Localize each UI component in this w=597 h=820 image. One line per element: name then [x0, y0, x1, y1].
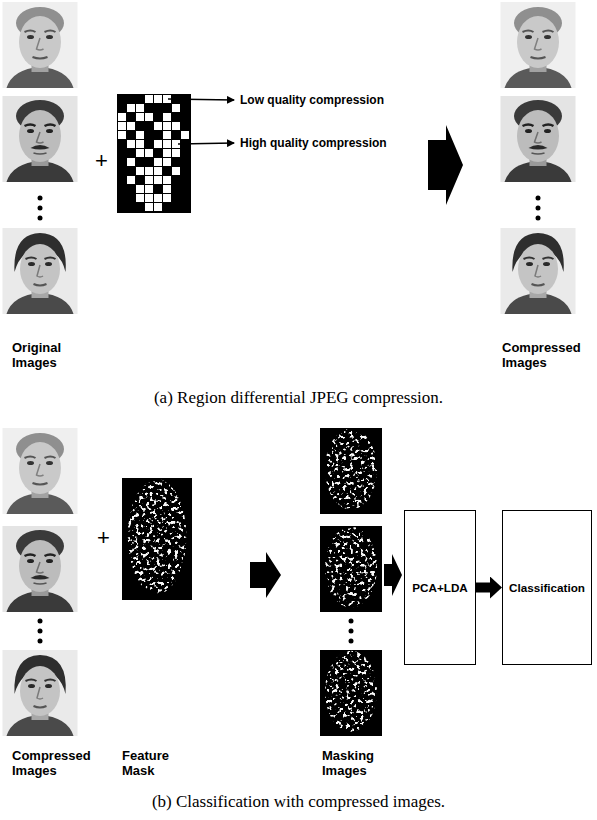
face-photo: [501, 96, 576, 182]
region-mask: [117, 94, 191, 213]
masked-face: [320, 526, 382, 612]
mask-speckles: [320, 428, 382, 514]
group-label: Compressed Images: [502, 340, 581, 370]
face-photo: [3, 650, 78, 736]
ellipsis-dots: [536, 196, 541, 221]
group-label: Original Images: [12, 340, 61, 370]
subfigure-caption: (b) Classification with compressed image…: [0, 792, 597, 812]
flow-arrow: [250, 552, 281, 598]
group-label: Masking Images: [322, 748, 374, 778]
group-label: Compressed Images: [12, 748, 91, 778]
process-box: Classification: [502, 510, 592, 665]
masked-face: [320, 428, 382, 514]
annotation: High quality compression: [240, 136, 387, 151]
leader-arrow: [178, 143, 234, 144]
ellipsis-dots: [38, 196, 43, 221]
face-photo: [3, 2, 78, 88]
ellipsis-dots: [349, 619, 354, 644]
flow-arrow: [384, 554, 402, 596]
leader-arrow: [168, 99, 234, 100]
box-label: Classification: [509, 580, 585, 596]
flow-arrow: [476, 583, 494, 593]
subfigure-caption: (a) Region differential JPEG compression…: [0, 388, 597, 408]
mask-speckles: [320, 526, 382, 612]
ellipsis-dots: [38, 619, 43, 644]
box-label: PCA+LDA: [412, 580, 468, 596]
mask-blocks: [118, 95, 189, 211]
face-photo: [3, 228, 78, 314]
process-box: PCA+LDA: [404, 510, 476, 665]
group-label: Feature Mask: [122, 748, 169, 778]
plus-sign: +: [95, 150, 108, 172]
flow-arrow: [428, 125, 463, 205]
mask-speckles: [122, 478, 192, 600]
mask-speckles: [320, 650, 382, 736]
face-photo: [3, 526, 78, 612]
face-photo: [501, 228, 576, 314]
face-photo: [3, 96, 78, 182]
face-photo: [3, 428, 78, 514]
plus-sign: +: [97, 527, 110, 549]
masked-face: [320, 650, 382, 736]
annotation: Low quality compression: [240, 93, 384, 108]
face-photo: [501, 2, 576, 88]
feature-mask: [122, 478, 192, 600]
